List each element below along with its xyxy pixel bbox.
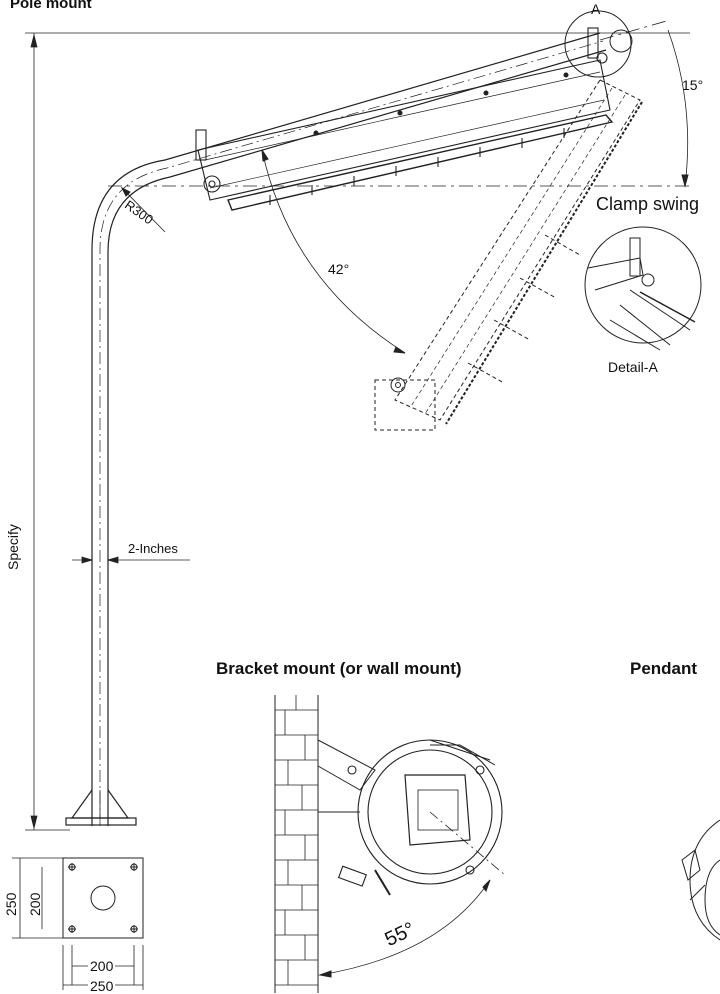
pipe-width-dimension	[72, 556, 190, 564]
swing-arc	[261, 149, 406, 354]
plate-height-inner-label: 200	[27, 892, 43, 916]
plate-width-inner-label: 200	[88, 958, 116, 974]
detail-a-circle	[564, 10, 632, 78]
detail-a-label: Detail-A	[608, 359, 658, 375]
clamp-swing-label: Clamp swing	[596, 194, 700, 214]
tilt-angle-label: 15°	[682, 77, 704, 93]
detail-a-view	[584, 226, 702, 351]
height-dimension	[25, 33, 70, 831]
base-plate-dimensions	[12, 857, 144, 990]
bracket-mount-title: Bracket mount (or wall mount)	[216, 659, 462, 678]
pipe-size-label: 2-Inches	[128, 541, 178, 556]
pendant-luminaire	[681, 819, 720, 941]
luminaire-upper	[195, 27, 614, 211]
plate-height-outer-label: 250	[3, 892, 19, 916]
height-label: Specify	[5, 524, 21, 570]
pole-mount-title: Pole mount	[10, 0, 92, 12]
tilt-arc	[667, 29, 689, 187]
swing-angle-label: 42°	[328, 261, 350, 277]
plate-width-outer-label: 250	[88, 978, 116, 994]
pole-tube	[91, 32, 607, 826]
luminaire-swung	[374, 79, 643, 431]
brick-wall	[274, 695, 319, 993]
bracket-arc	[319, 879, 491, 976]
bracket-luminaire	[317, 739, 503, 896]
pendant-title: Pendant	[630, 659, 698, 678]
detail-a-marker: A	[591, 1, 601, 17]
pole-base	[65, 789, 137, 826]
base-plate	[62, 857, 144, 939]
